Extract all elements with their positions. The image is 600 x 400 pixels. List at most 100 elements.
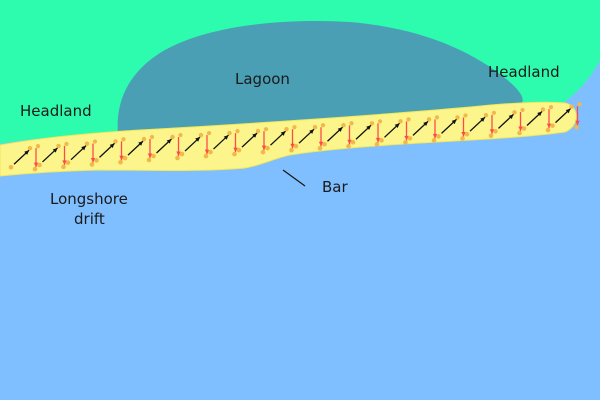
- pebble: [265, 145, 270, 151]
- pebble: [289, 147, 294, 153]
- pebble: [379, 138, 384, 143]
- backwash-arrow-head: [119, 155, 124, 161]
- pebble: [434, 115, 440, 120]
- pebble: [284, 126, 289, 132]
- pebble: [37, 162, 42, 168]
- pebble: [121, 137, 126, 142]
- pebble: [179, 151, 185, 157]
- pebble: [312, 125, 318, 130]
- pebble: [436, 134, 441, 139]
- pebble: [341, 123, 346, 128]
- pebble: [208, 149, 213, 155]
- pebble: [178, 132, 183, 138]
- pebble: [455, 115, 460, 120]
- drift-arrows-layer: [13, 106, 580, 168]
- pebble: [463, 113, 468, 118]
- pebble: [350, 139, 356, 145]
- swash-arrow-head: [337, 127, 343, 132]
- pebble: [491, 110, 497, 115]
- pebble: [346, 143, 351, 149]
- pebble: [403, 140, 408, 145]
- backwash-arrow-head: [318, 141, 324, 147]
- pebble: [236, 147, 242, 153]
- swash-arrow-head: [52, 147, 58, 153]
- swash-arrow-head: [480, 117, 485, 122]
- swash-arrow-head: [508, 114, 514, 120]
- backwash-arrow-head: [261, 145, 267, 151]
- backwash-arrow-head: [290, 143, 295, 149]
- pebble: [493, 129, 498, 134]
- pebble: [175, 155, 180, 161]
- backwash-arrow-head: [432, 133, 438, 139]
- swash-arrow-head: [366, 125, 371, 130]
- swash-arrow-head: [451, 119, 457, 125]
- pebble: [260, 149, 266, 155]
- swash-arrow-head: [109, 143, 115, 149]
- pebble: [426, 117, 432, 122]
- swash-arrow-head: [138, 141, 143, 146]
- pebble: [227, 130, 232, 136]
- longshore-drift-label-line1: Longshore: [50, 190, 128, 208]
- pebble: [122, 155, 128, 161]
- lagoon-label: Lagoon: [235, 70, 290, 88]
- pebble: [170, 134, 175, 140]
- backwash-arrow-head: [233, 147, 238, 153]
- pebble: [545, 127, 551, 133]
- pebble: [406, 117, 411, 122]
- backwash-arrow-head: [375, 137, 381, 143]
- pebble: [235, 129, 240, 134]
- pebble: [488, 133, 494, 139]
- bar-label: Bar: [322, 178, 348, 196]
- pebble: [369, 121, 375, 126]
- pebble: [322, 141, 327, 147]
- pebble: [407, 136, 413, 141]
- pebble: [320, 123, 326, 128]
- pebble: [349, 121, 354, 126]
- sand-bar: [0, 101, 577, 177]
- pebble: [569, 104, 574, 109]
- backwash-arrow-head: [518, 126, 523, 131]
- backwash-arrow-head: [347, 139, 352, 145]
- pebble: [8, 164, 14, 170]
- pebble: [483, 113, 489, 118]
- swash-arrow-head: [252, 133, 257, 138]
- pebble: [517, 130, 522, 136]
- swash-arrow-head: [81, 145, 86, 151]
- pebble: [206, 130, 212, 136]
- bar-pointer-line: [282, 169, 306, 187]
- pebble: [146, 157, 152, 163]
- backwash-arrow-head: [204, 149, 210, 155]
- backwash-arrow-head: [90, 158, 96, 163]
- pebble: [574, 124, 579, 130]
- pebble: [377, 119, 383, 124]
- lagoon: [117, 20, 523, 134]
- pebble: [521, 126, 527, 131]
- pebble: [263, 127, 269, 132]
- pebble: [550, 123, 555, 128]
- pebble: [548, 105, 554, 110]
- backwash-arrow-head: [575, 120, 580, 126]
- backwash-arrow-head: [33, 162, 39, 168]
- pebbles-layer: [8, 102, 582, 172]
- pebble: [317, 145, 323, 151]
- longshore-drift-label-line2: drift: [74, 210, 105, 228]
- pebble: [232, 151, 237, 157]
- pebble: [151, 153, 156, 159]
- pebble: [577, 102, 582, 107]
- pebble: [113, 139, 118, 144]
- backwash-arrow-head: [546, 123, 552, 129]
- pebble: [32, 166, 38, 172]
- pebble: [460, 136, 465, 141]
- pebble: [464, 131, 470, 137]
- backwash-arrow-head: [489, 129, 495, 134]
- swash-arrow-head: [280, 131, 286, 136]
- pebble: [520, 107, 525, 113]
- headland-right-label: Headland: [488, 63, 560, 81]
- backwash-arrow-head: [404, 135, 409, 141]
- pebble: [118, 159, 123, 165]
- pebble: [65, 160, 71, 165]
- pebble: [27, 146, 33, 151]
- pebble: [198, 132, 204, 138]
- pebble: [64, 141, 69, 146]
